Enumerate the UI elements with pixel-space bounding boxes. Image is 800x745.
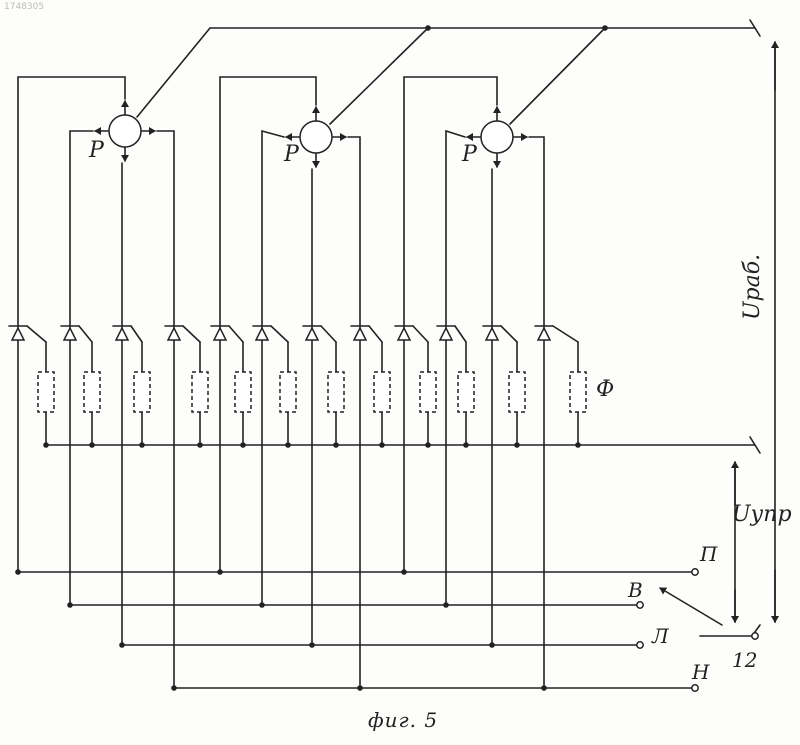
diode-lead xyxy=(27,326,46,342)
terminal-label-l: Л xyxy=(652,624,669,648)
relay-label-1: Р xyxy=(89,138,104,163)
filter-box xyxy=(38,372,54,412)
switch-pivot xyxy=(752,633,758,639)
switch-ref-label: 12 xyxy=(732,648,757,672)
diode-symbol xyxy=(354,328,366,340)
control-wire-up xyxy=(18,77,125,330)
bus-junction xyxy=(401,569,407,575)
diode-symbol xyxy=(64,328,76,340)
diode-lead xyxy=(369,326,382,342)
diode-symbol xyxy=(214,328,226,340)
bus-junction xyxy=(443,602,449,608)
diode-symbol xyxy=(256,328,268,340)
relay-coil-2 xyxy=(300,121,332,153)
diode-symbol xyxy=(486,328,498,340)
diode-lead xyxy=(413,326,428,342)
filter-box xyxy=(192,372,208,412)
figure-caption: фиг. 5 xyxy=(368,708,438,732)
voltage-control-label: Uупр xyxy=(732,502,792,527)
bus-junction xyxy=(217,569,223,575)
filter-box xyxy=(420,372,436,412)
filter-label: Ф xyxy=(596,377,614,402)
terminal-label-p: П xyxy=(700,542,717,566)
diode-lead xyxy=(271,326,288,342)
bus-junction xyxy=(259,602,265,608)
filter-box xyxy=(328,372,344,412)
common-junction xyxy=(425,442,431,448)
terminal-4 xyxy=(692,685,698,691)
control-wire-right xyxy=(348,137,360,330)
diode-symbol xyxy=(12,328,24,340)
diode-symbol xyxy=(116,328,128,340)
diode-lead xyxy=(131,326,142,342)
filter-box xyxy=(134,372,150,412)
common-junction xyxy=(89,442,95,448)
voltage-work-label: Uраб. xyxy=(740,254,765,320)
filter-box xyxy=(570,372,586,412)
diode-lead xyxy=(455,326,466,342)
diode-lead xyxy=(183,326,200,342)
supply-junction xyxy=(425,25,431,31)
diode-symbol xyxy=(168,328,180,340)
diode-symbol xyxy=(538,328,550,340)
switch-pointer xyxy=(660,588,722,625)
terminal-label-n: Н xyxy=(692,660,709,684)
filter-box xyxy=(374,372,390,412)
filter-box xyxy=(458,372,474,412)
control-wire-left xyxy=(262,131,284,330)
relay-label-3: Р xyxy=(462,142,477,167)
corner-number: 1748305 xyxy=(4,2,44,12)
bus-junction xyxy=(15,569,21,575)
diode-symbol xyxy=(398,328,410,340)
bus-junction xyxy=(67,602,73,608)
relay-feed-2 xyxy=(330,28,428,124)
diode-symbol xyxy=(306,328,318,340)
control-wire-right xyxy=(529,137,544,330)
terminal-3 xyxy=(637,642,643,648)
diode-lead xyxy=(321,326,336,342)
bus-junction xyxy=(541,685,547,691)
filter-box xyxy=(235,372,251,412)
bus-junction xyxy=(489,642,495,648)
bus-junction xyxy=(357,685,363,691)
common-junction xyxy=(463,442,469,448)
common-junction xyxy=(240,442,246,448)
relay-coil-1 xyxy=(109,115,141,147)
relay-coil-3 xyxy=(481,121,513,153)
filter-box xyxy=(509,372,525,412)
control-wire-right xyxy=(157,131,174,330)
terminal-2 xyxy=(637,602,643,608)
terminal-label-v: В xyxy=(628,578,643,602)
diode-lead xyxy=(79,326,92,342)
relay-label-2: Р xyxy=(284,142,299,167)
common-junction xyxy=(333,442,339,448)
filter-box xyxy=(280,372,296,412)
common-junction xyxy=(379,442,385,448)
diode-lead xyxy=(501,326,517,342)
common-junction xyxy=(139,442,145,448)
relay-feed-1 xyxy=(137,28,210,117)
common-junction xyxy=(43,442,49,448)
diode-lead xyxy=(553,326,578,342)
bus-junction xyxy=(309,642,315,648)
control-wire-up xyxy=(404,77,497,330)
common-junction xyxy=(575,442,581,448)
diode-lead xyxy=(229,326,243,342)
diode-symbol xyxy=(440,328,452,340)
common-junction xyxy=(197,442,203,448)
bus-junction xyxy=(119,642,125,648)
common-junction xyxy=(514,442,520,448)
bus-junction xyxy=(171,685,177,691)
relay-feed-3 xyxy=(510,28,605,124)
control-wire-up xyxy=(220,77,316,330)
filter-box xyxy=(84,372,100,412)
supply-junction xyxy=(602,25,608,31)
terminal-1 xyxy=(692,569,698,575)
common-junction xyxy=(285,442,291,448)
